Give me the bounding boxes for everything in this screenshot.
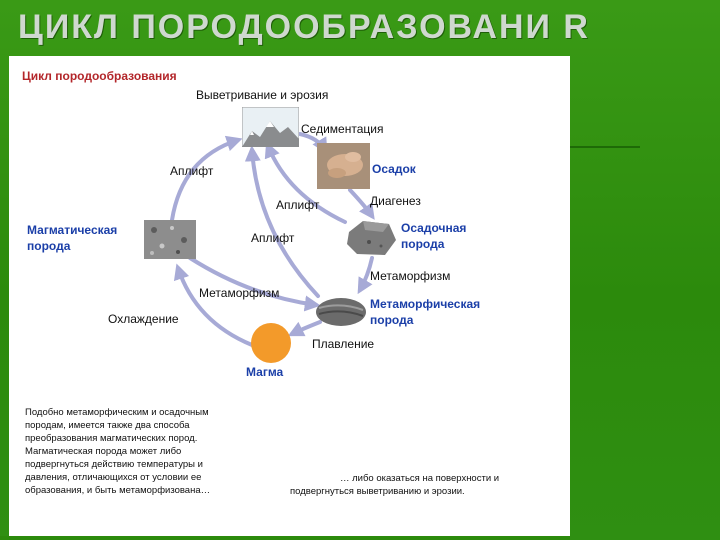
cooling-label: Охлаждение <box>108 312 179 326</box>
metamorphic-rock-image <box>315 292 367 328</box>
sedimentary-rock-image <box>345 218 398 258</box>
description-left-line: образования, и быть метаморфизована… <box>25 484 250 497</box>
arrow-igneous-uplift <box>172 140 238 220</box>
metamorphic-node-line1: Метаморфическая <box>370 296 480 312</box>
description-right-line: … либо оказаться на поверхности и <box>290 472 540 485</box>
description-left: Подобно метаморфическим и осадочным поро… <box>25 406 250 497</box>
sedimentary-node-label: Осадочная порода <box>401 220 466 252</box>
sedimentation-label: Седиментация <box>301 122 383 136</box>
metamorphism-label-1: Метаморфизм <box>370 269 450 283</box>
arrow-metamorphic-uplift <box>252 150 318 296</box>
description-right: … либо оказаться на поверхности и подвер… <box>290 472 540 498</box>
arrow-sediment-to-sedimentary <box>350 190 372 216</box>
description-left-line: Магматическая порода может либо <box>25 445 250 458</box>
description-left-line: подвергнуться действию температуры и <box>25 458 250 471</box>
metamorphism-label-2: Метаморфизм <box>199 286 279 300</box>
sediment-node-label: Осадок <box>372 161 416 177</box>
weathering-label: Выветривание и эрозия <box>196 88 328 102</box>
arrow-magma-to-igneous <box>178 268 252 345</box>
diagram-heading: Цикл породообразования <box>22 69 177 83</box>
description-left-line: преобразования магматических пород. <box>25 432 250 445</box>
bottom-strip <box>0 536 570 540</box>
melting-label: Плавление <box>312 337 374 351</box>
metamorphic-node-label: Метаморфическая порода <box>370 296 480 328</box>
uplift-label-3: Аплифт <box>251 231 294 245</box>
igneous-node-line2: порода <box>27 238 117 254</box>
mountain-image <box>242 107 299 147</box>
sedimentary-node-line1: Осадочная <box>401 220 466 236</box>
diagenesis-label: Диагенез <box>370 194 421 208</box>
description-left-line: Подобно метаморфическим и осадочным <box>25 406 250 419</box>
description-right-line: подвергнуться выветриванию и эрозии. <box>290 485 540 498</box>
description-left-line: давления, отличающихся от условии ее <box>25 471 250 484</box>
igneous-node-label: Магматическая порода <box>27 222 117 254</box>
uplift-label-1: Аплифт <box>170 164 213 178</box>
magma-node-label: Магма <box>246 364 283 380</box>
igneous-node-line1: Магматическая <box>27 222 117 238</box>
sediment-image <box>317 143 370 189</box>
metamorphic-node-line2: порода <box>370 312 480 328</box>
description-left-line: породам, имеется также два способа <box>25 419 250 432</box>
igneous-rock-image <box>144 220 196 259</box>
uplift-label-2: Аплифт <box>276 198 319 212</box>
sedimentary-node-line2: порода <box>401 236 466 252</box>
magma-circle <box>251 323 291 363</box>
